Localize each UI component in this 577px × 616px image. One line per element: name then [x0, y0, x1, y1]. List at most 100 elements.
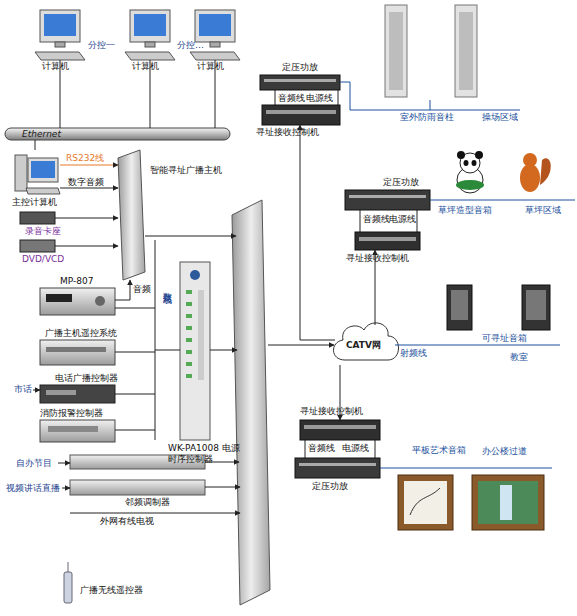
connector-line [300, 125, 335, 340]
node-label: 定压功放 [312, 481, 348, 492]
connector-line [340, 365, 341, 420]
free-label: 电源线 [342, 443, 369, 454]
speaker-line [430, 110, 520, 111]
connector-line [55, 246, 118, 247]
mp807-device [40, 288, 115, 315]
connector-line [150, 60, 151, 128]
node-label: 计算机 [132, 61, 159, 72]
connector-line [35, 140, 36, 150]
device-node: 草坪造型音箱 [450, 150, 560, 202]
bus-wires [33, 90, 417, 513]
fire-alarm-device [40, 420, 115, 442]
device-node: 寻址接收控制机 [262, 105, 340, 125]
device-node: 主控计算机 [15, 150, 60, 195]
edge-label: 射频线 [400, 348, 427, 359]
free-label: 音频线 [308, 443, 335, 454]
device-node: 室外防雨音柱 [380, 5, 480, 100]
free-label: 音频线 [363, 214, 390, 225]
connector-line [340, 82, 430, 110]
node-label: 计算机 [197, 61, 224, 72]
speaker-line [395, 468, 552, 469]
free-label: 市话 [14, 384, 32, 395]
free-label: 教室 [510, 352, 528, 363]
remote-system-device [40, 340, 115, 365]
device-node: 计算机 [35, 10, 85, 60]
free-label: 音频线 [278, 93, 305, 104]
node-label: 主控计算机 [12, 197, 57, 208]
device-node: 计算机 [190, 10, 240, 60]
free-label: 电源线 [306, 93, 333, 104]
computer-icon [125, 10, 175, 60]
device-node: 智能寻址广播主机 [118, 150, 145, 280]
computer-icon [35, 10, 85, 60]
connector-line [60, 60, 61, 128]
art-panel-speaker [398, 475, 453, 530]
node-label: 广播无线遥控器 [80, 585, 143, 596]
connector-line [380, 468, 395, 469]
device-node: 广播主机遥控系统 [40, 340, 115, 365]
connector-line [375, 250, 376, 325]
receiver-device [262, 105, 340, 125]
edge-label: 音频 [133, 284, 151, 295]
connector-line [215, 60, 216, 128]
device-node: 邻频调制器 [70, 480, 205, 495]
node-label: 邻频调制器 [125, 497, 170, 508]
edge-label: 数字音频 [68, 177, 104, 188]
node-label: Ethernet [22, 129, 61, 140]
device-node: 广播无线遥控器 [62, 568, 74, 603]
speaker-line [440, 345, 560, 346]
device-node: 可寻址音箱 [440, 283, 555, 348]
node-label: 消防报警控制器 [40, 408, 103, 419]
panda-speaker [456, 151, 484, 193]
device-node: 寻址接收控制机 [300, 420, 380, 440]
power-sequencer-tower [180, 262, 210, 440]
node-label: 寻址接收控制机 [346, 253, 409, 264]
host-tower [118, 150, 145, 280]
free-label: 分控一 [88, 40, 115, 51]
amplifier-device [260, 75, 340, 90]
free-label: 视频讲话直播 [6, 483, 60, 494]
device-node: 消防报警控制器 [40, 420, 115, 442]
node-label: 录音卡座 [25, 226, 61, 237]
node-label: 室外防雨音柱 [400, 112, 454, 123]
node-label: 电话广播控制器 [55, 373, 118, 384]
node-label: 寻址接收控制机 [256, 127, 319, 138]
node-label: 寻址接收控制机 [300, 406, 363, 417]
edge-label: RS232线 [66, 153, 104, 164]
modulator-device [70, 480, 205, 495]
device-node: CATV网 [335, 325, 395, 365]
classroom-speaker [522, 285, 550, 330]
art-panel-speaker [472, 475, 544, 530]
dvd-device [20, 240, 55, 252]
connector-line [395, 345, 440, 346]
wireless-remote-icon [64, 562, 72, 603]
free-label: 操场区域 [482, 112, 518, 123]
device-node: 定压功放 [260, 75, 340, 90]
device-node: MP-807 [40, 288, 115, 315]
free-label: 自办节目 [16, 458, 52, 469]
mixer-panel [232, 200, 270, 605]
classroom-speaker [447, 285, 472, 330]
device-node: 平板艺术音箱 [395, 455, 550, 540]
node-label: WK-PA1008 电源时序控制器 [168, 443, 240, 465]
node-label: CATV网 [346, 340, 381, 351]
amplifier-device [295, 458, 380, 478]
free-label: 外网有线电视 [100, 516, 154, 527]
ethernet-pipe [5, 128, 230, 140]
computer-icon [190, 10, 240, 60]
connector-line [60, 165, 118, 166]
node-label: 广播主机遥控系统 [45, 328, 117, 339]
node-label: 草坪造型音箱 [438, 205, 492, 216]
free-label: 数据总线 [162, 285, 173, 289]
connector-line [115, 280, 130, 300]
column-speaker [385, 5, 407, 97]
node-label: DVD/VCD [22, 254, 64, 265]
node-label: 可寻址音箱 [482, 333, 527, 344]
node-label: 智能寻址广播主机 [150, 165, 222, 176]
free-label: 办公楼过道 [482, 446, 527, 457]
speaker-line [450, 200, 575, 201]
catv-cloud [333, 323, 398, 360]
